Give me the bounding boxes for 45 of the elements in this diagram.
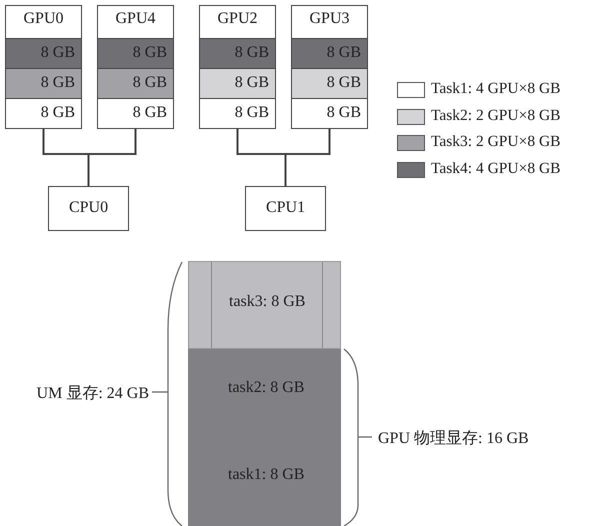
memory-size: 8 GB (40, 74, 75, 92)
task-label: task3: 8 GB (229, 293, 306, 311)
memory-cell (199, 68, 276, 99)
gpu-label: GPU2 (216, 10, 258, 28)
memory-cell (199, 38, 276, 69)
memory-cell (291, 68, 368, 99)
memory-size: 8 GB (132, 44, 167, 62)
connector-line (284, 128, 330, 186)
gpu-label: GPU4 (114, 10, 156, 28)
connector-line (88, 128, 136, 186)
cpu-label: CPU1 (264, 199, 306, 217)
memory-block (188, 261, 341, 349)
gpu-box (199, 5, 276, 128)
cpu-box (48, 186, 129, 231)
memory-size: 8 GB (326, 44, 361, 62)
legend-label: Task3: 2 GPU×8 GB (431, 133, 561, 151)
memory-size: 8 GB (40, 104, 75, 122)
memory-size: 8 GB (132, 104, 167, 122)
gpu-box (291, 5, 368, 128)
legend-label: Task2: 2 GPU×8 GB (431, 106, 561, 124)
gpu-label: GPU0 (22, 10, 64, 28)
brace-label: UM 显存: 24 GB (36, 384, 149, 404)
memory-block (188, 349, 341, 526)
memory-cell (5, 38, 82, 69)
memory-cell (5, 68, 82, 99)
memory-size: 8 GB (326, 104, 361, 122)
memory-cell (291, 38, 368, 69)
memory-size: 8 GB (326, 74, 361, 92)
memory-size: 8 GB (40, 44, 75, 62)
cpu-label: CPU0 (68, 199, 110, 217)
gpu-box (97, 5, 174, 128)
legend-label: Task1: 4 GPU×8 GB (431, 80, 561, 98)
cpu-box (245, 186, 326, 231)
gpu-label: GPU3 (308, 10, 350, 28)
memory-cell (97, 68, 174, 99)
memory-size: 8 GB (234, 74, 269, 92)
memory-size: 8 GB (234, 44, 269, 62)
task-label: task2: 8 GB (228, 379, 304, 397)
gpu-box (5, 5, 82, 128)
memory-size: 8 GB (234, 104, 269, 122)
legend-label: Task4: 4 GPU×8 GB (431, 160, 561, 178)
brace-label: GPU 物理显存: 16 GB (378, 429, 529, 449)
memory-cell (97, 38, 174, 69)
memory-size: 8 GB (132, 74, 167, 92)
task-label: task1: 8 GB (228, 466, 304, 484)
